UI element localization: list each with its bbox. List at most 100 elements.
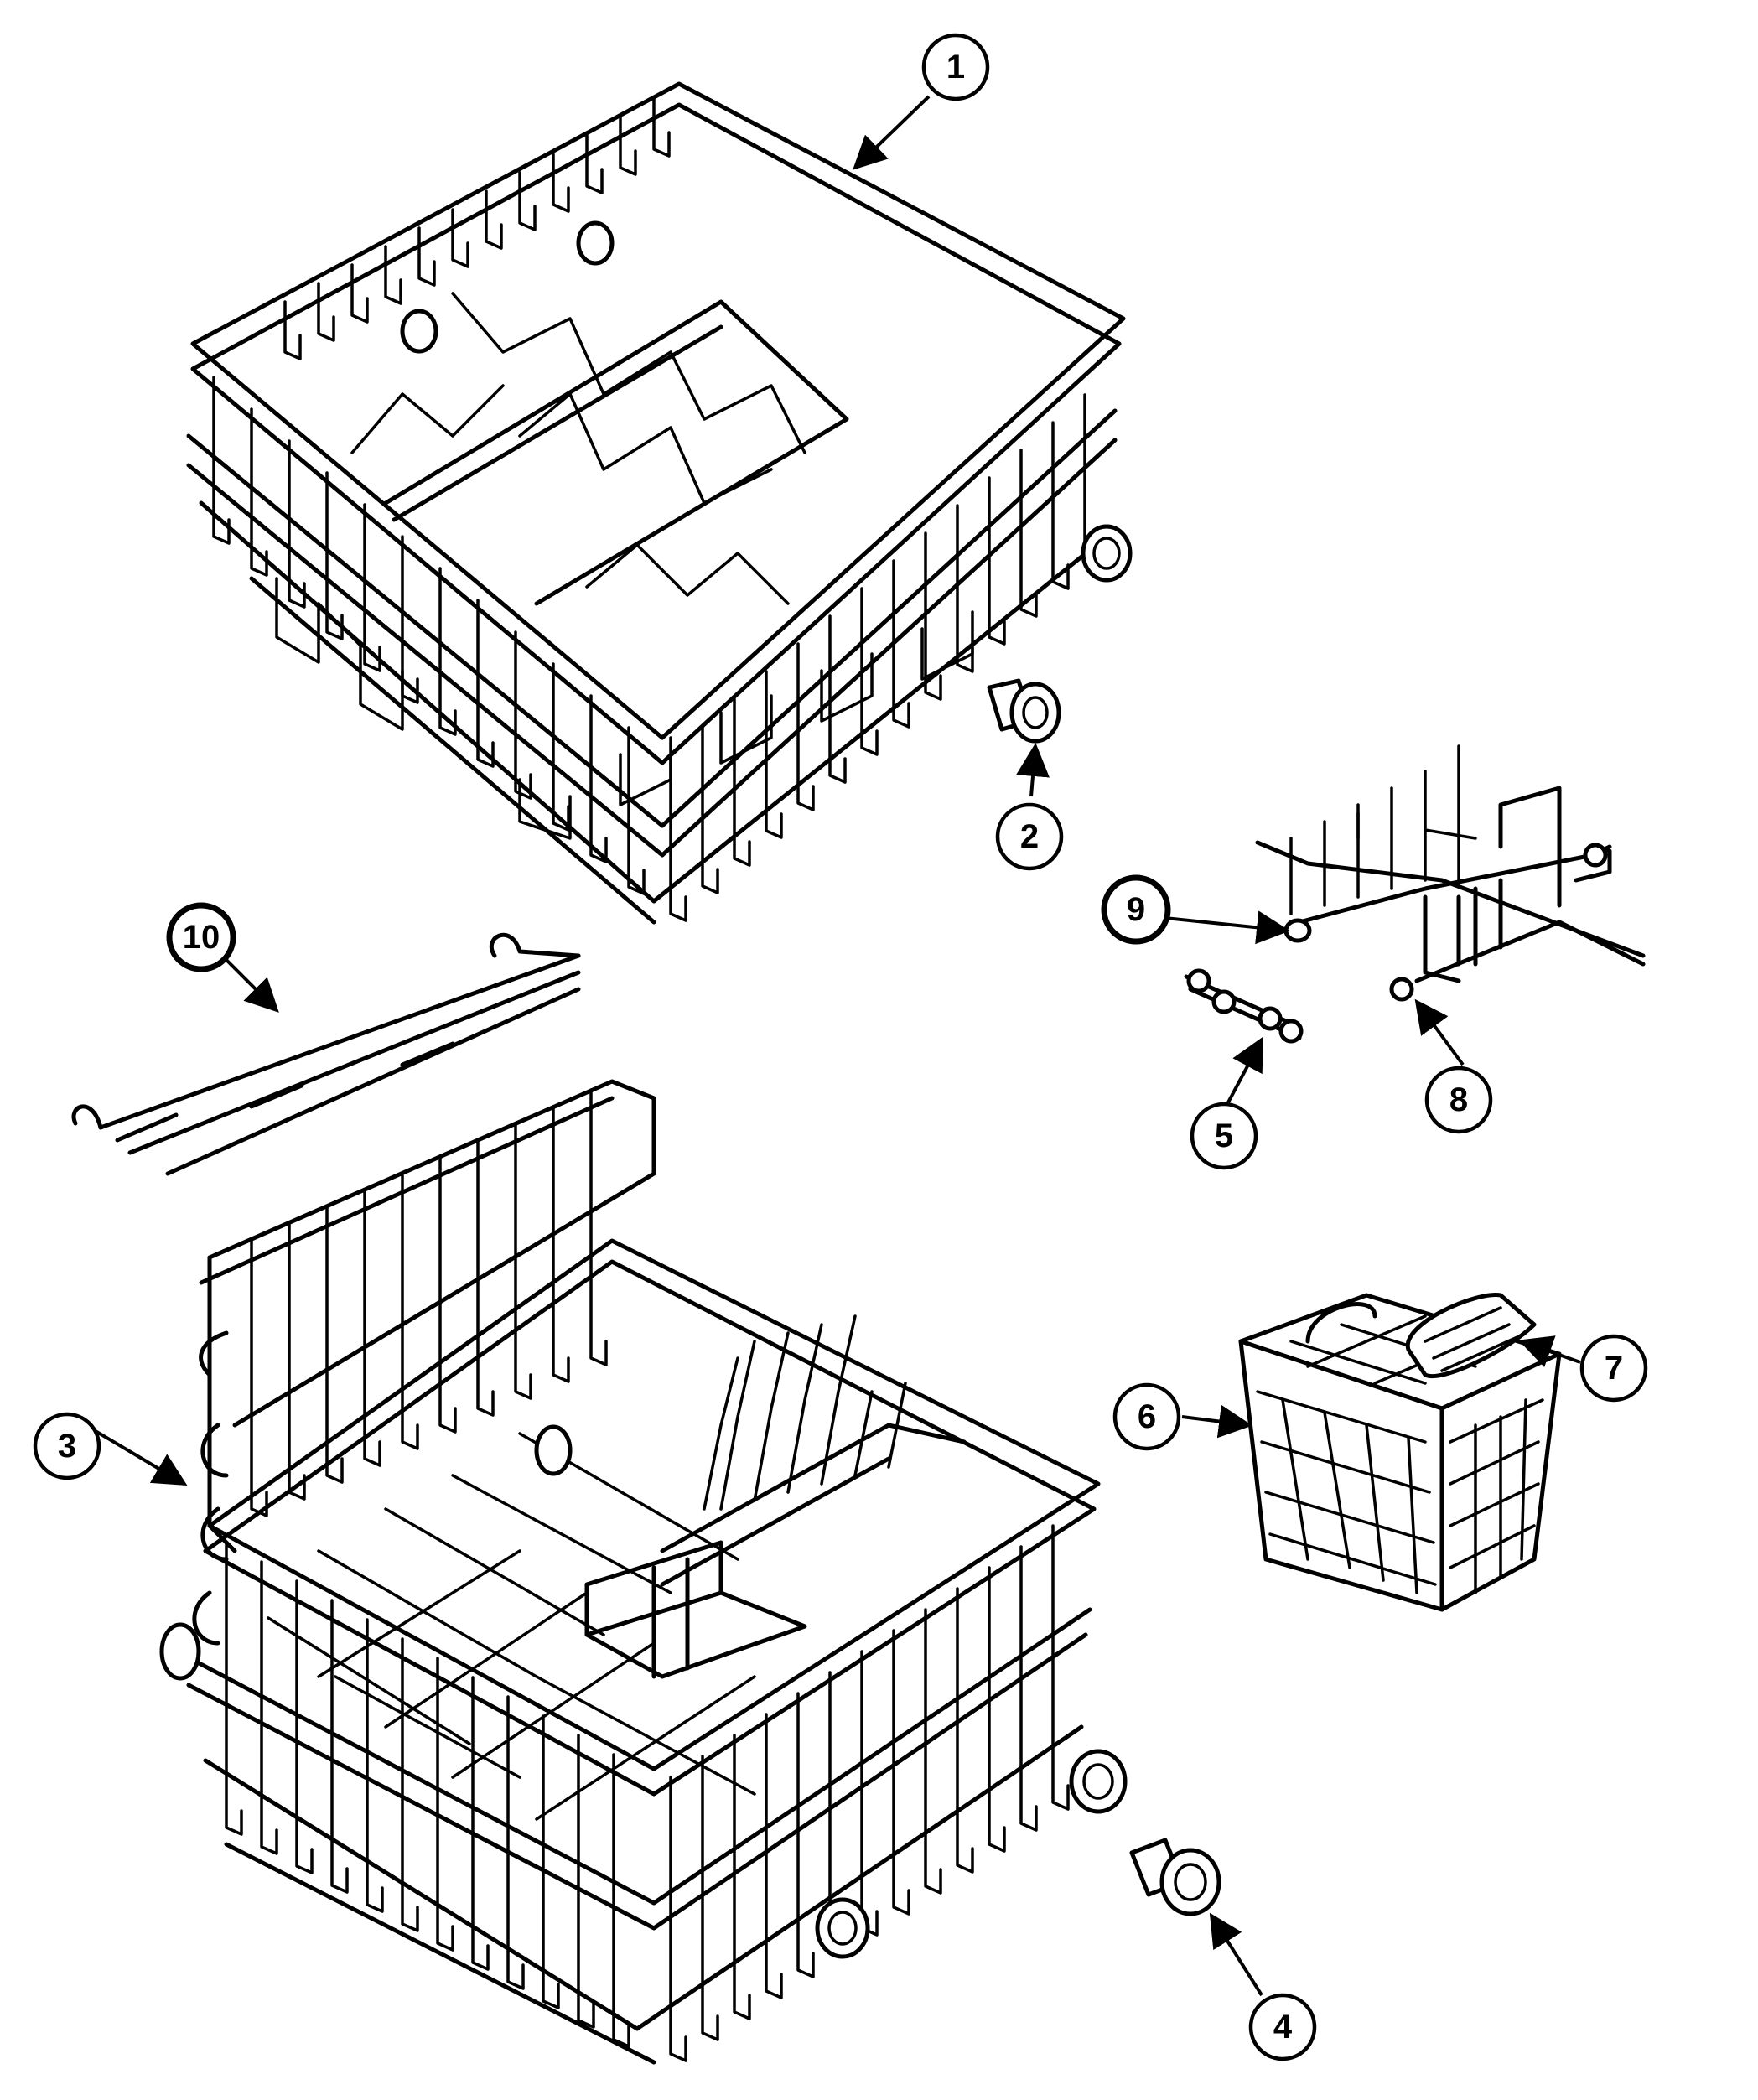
lower-rack-back-wire <box>288 1222 306 1501</box>
lower-rack-side-wire <box>260 1560 278 1855</box>
callout-9-label: 9 <box>1127 891 1145 928</box>
upper-rack-side-wire <box>476 599 495 768</box>
lower-rack-front-wire <box>765 1713 783 1999</box>
callout-1-label: 1 <box>946 49 965 86</box>
lower-rack-back-wire <box>250 1239 268 1517</box>
lower-rack-back-wire <box>514 1122 532 1400</box>
lower-rack-roller-left <box>159 1622 201 1681</box>
lower-rack-front-wire <box>892 1629 910 1916</box>
callout-9: 9 <box>1101 874 1171 945</box>
lower-rack-back-wire <box>363 1189 381 1467</box>
upper-rack-front-wire <box>956 504 974 673</box>
lower-rack <box>159 1079 1128 2065</box>
lower-rack-back-wire <box>438 1155 457 1434</box>
upper-rack-side-wire <box>212 376 231 545</box>
lower-rack-side-wire <box>577 1734 595 2029</box>
lower-rack-back-wire <box>325 1206 344 1484</box>
upper-rack-side-wire <box>250 407 268 577</box>
callout-10: 10 <box>166 902 236 972</box>
upper-rack-side-roller <box>400 220 615 354</box>
callout-4-label: 4 <box>1273 2009 1293 2046</box>
leader-lines <box>84 95 1581 1997</box>
lower-rack-front-wire <box>860 1650 879 1937</box>
upper-rack <box>186 81 1133 925</box>
lower-rack-roller-middle <box>815 1897 870 1959</box>
callout-2-label: 2 <box>1020 818 1039 855</box>
callout-5: 5 <box>1190 1102 1258 1170</box>
upper-rack-side-wire <box>438 567 457 736</box>
lower-rack-front-wire <box>1051 1524 1070 1811</box>
upper-rack-front-wire <box>860 587 879 756</box>
lower-rack-back-wire <box>401 1172 419 1450</box>
callout-3: 3 <box>33 1412 101 1480</box>
callout-6-label: 6 <box>1138 1398 1156 1435</box>
upper-rack-front-wire <box>765 670 783 839</box>
upper-rack-side-wire <box>514 630 532 800</box>
lower-rack-side-wire <box>506 1695 525 1990</box>
upper-rack-back-wire <box>619 116 637 176</box>
callout-2: 2 <box>995 802 1064 871</box>
lower-rack-front-wire <box>733 1734 751 2020</box>
upper-rack-back-wire <box>451 208 469 268</box>
callout-7-label: 7 <box>1605 1350 1623 1387</box>
part-7-basket-lid <box>1405 1293 1537 1378</box>
callout-3-label: 3 <box>58 1428 76 1465</box>
upper-rack-front-wire <box>701 725 719 894</box>
lower-rack-front-wire <box>988 1566 1006 1853</box>
lower-rack-side-wire <box>542 1714 560 2009</box>
part-6-silverware-basket <box>1238 1293 1562 1612</box>
callout-6: 6 <box>1112 1382 1181 1451</box>
callout-8: 8 <box>1424 1066 1493 1134</box>
upper-rack-side-wire <box>401 535 419 704</box>
callout-10-label: 10 <box>183 919 220 956</box>
upper-rack-back-wire <box>350 263 369 324</box>
upper-rack-side-wire <box>288 439 306 609</box>
upper-rack-front-wire <box>892 559 910 729</box>
callout-1: 1 <box>921 33 990 101</box>
lower-rack-side-wire <box>330 1599 349 1894</box>
upper-rack-side-wire <box>363 503 381 672</box>
lower-rack-side-wire <box>366 1618 384 1913</box>
part-5-clip <box>1184 968 1304 1044</box>
lower-rack-side-wire <box>612 1753 630 2048</box>
upper-rack-side-wire <box>627 726 646 895</box>
upper-rack-front-wire <box>733 697 751 867</box>
lower-rack-front-wire <box>1019 1545 1038 1832</box>
part-2-roller <box>987 678 1061 744</box>
lower-rack-front-wire <box>924 1608 942 1895</box>
upper-rack-front-wire <box>1019 449 1038 618</box>
upper-rack-back-wire <box>317 282 335 342</box>
lower-rack-side-wire <box>471 1676 490 1971</box>
upper-rack-back-wire <box>384 245 402 305</box>
upper-rack-back-wire <box>283 300 302 360</box>
upper-rack-back-wire <box>585 134 604 194</box>
upper-rack-back-wire <box>552 153 570 213</box>
upper-rack-front-wire <box>669 753 687 922</box>
lower-rack-side-wire <box>436 1657 454 1952</box>
upper-rack-front-wire <box>828 614 847 784</box>
part-8-9-tine-assembly <box>1255 744 1646 1002</box>
lower-rack-back-wire <box>476 1138 495 1417</box>
upper-rack-back-wire <box>518 171 537 231</box>
lower-rack-roller-back <box>534 1424 573 1476</box>
lower-rack-side-wire <box>295 1579 314 1874</box>
lower-rack-front-wire <box>796 1692 815 1978</box>
lower-rack-roller-front <box>1069 1749 1128 1814</box>
lower-rack-back-wire <box>552 1105 570 1383</box>
upper-rack-back-wire <box>652 97 671 158</box>
lower-rack-side-wire <box>401 1637 419 1932</box>
upper-rack-back-wire <box>485 189 503 250</box>
lower-rack-back-wire <box>589 1088 608 1366</box>
part-4-roller <box>1129 1838 1221 1916</box>
callout-4: 4 <box>1248 1993 1317 2061</box>
callout-8-label: 8 <box>1449 1081 1468 1118</box>
lower-rack-front-wire <box>701 1755 719 2041</box>
upper-rack-roller <box>1081 524 1133 583</box>
callout-7: 7 <box>1579 1334 1648 1403</box>
upper-rack-side-wire <box>589 694 608 863</box>
upper-rack-front-wire <box>988 476 1006 646</box>
upper-rack-back-wire <box>417 226 436 287</box>
lower-rack-front-wire <box>669 1776 687 2062</box>
lower-rack-side-wire <box>225 1541 243 1836</box>
